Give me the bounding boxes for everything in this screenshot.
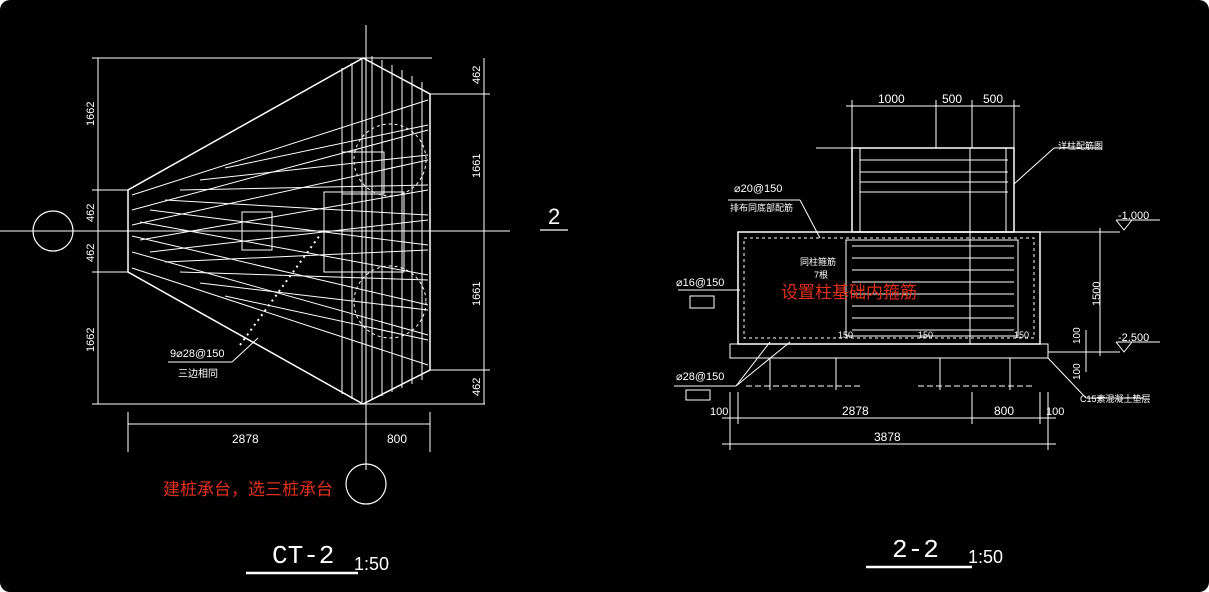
elev-bottom: -2.500: [1118, 332, 1149, 344]
dim-right-bottom: 462: [471, 378, 483, 396]
elev-top: -1.000: [1118, 210, 1149, 222]
dim-top-1: 1000: [878, 92, 905, 106]
label-rebar-20-note: 排布同底部配筋: [730, 202, 793, 213]
blinding-layer: [729, 343, 1049, 359]
label-c15: C15素混凝土垫层: [1080, 393, 1151, 404]
column-stirrup-zone: [845, 239, 1019, 337]
scale-left: 1:50: [354, 554, 389, 574]
label-rebar-28: ⌀28@150: [676, 371, 724, 383]
dim-right-upper: 1661: [471, 154, 483, 178]
label-150-a: 150: [838, 330, 853, 340]
dim-top-2: 500: [942, 92, 962, 106]
dim-left-mid-bottom: 462: [85, 244, 97, 262]
dim-bottom-main: 2878: [232, 432, 259, 446]
label-150-c: 150: [1014, 330, 1029, 340]
scale-right: 1:50: [968, 547, 1003, 567]
dim-right-lower: 1661: [471, 282, 483, 306]
cap-rebar-cage: [743, 237, 1035, 339]
title-right: 2-2: [892, 535, 939, 565]
dim-height-100b: 100: [1072, 363, 1083, 380]
section-marker-label: 2: [548, 204, 560, 229]
label-column-stirrup: 同柱箍筋: [800, 256, 836, 267]
pile-cap-plan: [0, 25, 568, 575]
rebar-set-upper-diagonal: [131, 99, 429, 341]
pile-square-top: [341, 151, 385, 195]
dim-total: 3878: [874, 430, 901, 444]
annotation-right: 设置柱基础内箍筋: [781, 283, 917, 302]
pile-square-left: [241, 211, 273, 251]
pile-circle-top: [353, 123, 427, 197]
section-2-2-text: 1000 500 500 详柱配筋图 ⌀20@150 排布同底部配筋 -1.00…: [676, 92, 1151, 567]
rebar-label: 9⌀28@150: [170, 348, 225, 360]
dim-bottom-2: 2878: [842, 404, 869, 418]
rebar-note: 三边相同: [178, 367, 218, 380]
dim-bottom-3: 800: [994, 404, 1014, 418]
dim-height-1500: 1500: [1091, 282, 1103, 306]
dim-top-3: 500: [983, 92, 1003, 106]
rebar-set-lower-diagonal: [131, 124, 429, 366]
dim-bottom-1: 100: [710, 406, 728, 418]
dim-bottom-side: 800: [387, 432, 407, 446]
dim-left-top: 1662: [85, 102, 97, 126]
section-2-2: [674, 100, 1160, 569]
dim-left-mid-top: 462: [85, 204, 97, 222]
label-150-b: 150: [918, 330, 933, 340]
rebar-leader-left: [168, 337, 259, 363]
column-outline: [323, 191, 405, 273]
label-rebar-20: ⌀20@150: [734, 183, 782, 195]
label-column-stirrup-count: 7根: [814, 269, 828, 280]
label-column-detail: 详柱配筋图: [1058, 140, 1103, 151]
dim-right-top: 462: [471, 66, 483, 84]
pile-circle-bottom: [353, 265, 427, 339]
axis-bubble-bottom: [345, 463, 387, 505]
annotation-left: 建桩承台，选三桩承台: [163, 480, 333, 499]
axis-bubble-left: [32, 210, 74, 252]
title-left: CT-2: [272, 541, 334, 571]
label-rebar-16: ⌀16@150: [676, 277, 724, 289]
pile-cap-plan-text: 2 1662 462 462 1662 462 1661 1661 462 28…: [85, 66, 560, 574]
dim-left-bottom: 1662: [85, 328, 97, 352]
dim-bottom-4: 100: [1046, 406, 1064, 418]
dim-height-100: 100: [1072, 327, 1083, 344]
